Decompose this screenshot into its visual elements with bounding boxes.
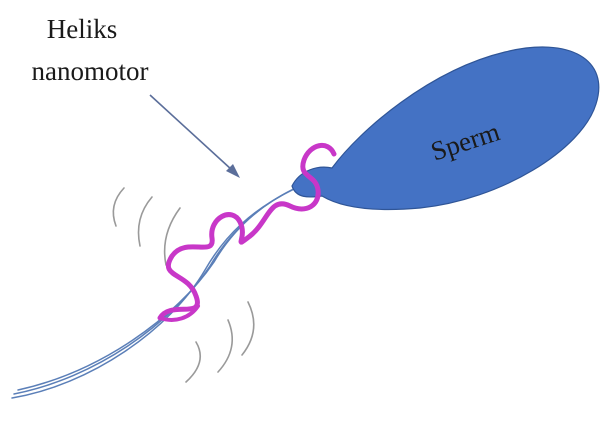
label-heliks: Heliks <box>47 14 118 44</box>
label-nanomotor: nanomotor <box>32 56 149 86</box>
pointer-arrow <box>150 95 240 178</box>
sperm-head <box>292 47 599 209</box>
sperm-tail <box>12 186 300 398</box>
